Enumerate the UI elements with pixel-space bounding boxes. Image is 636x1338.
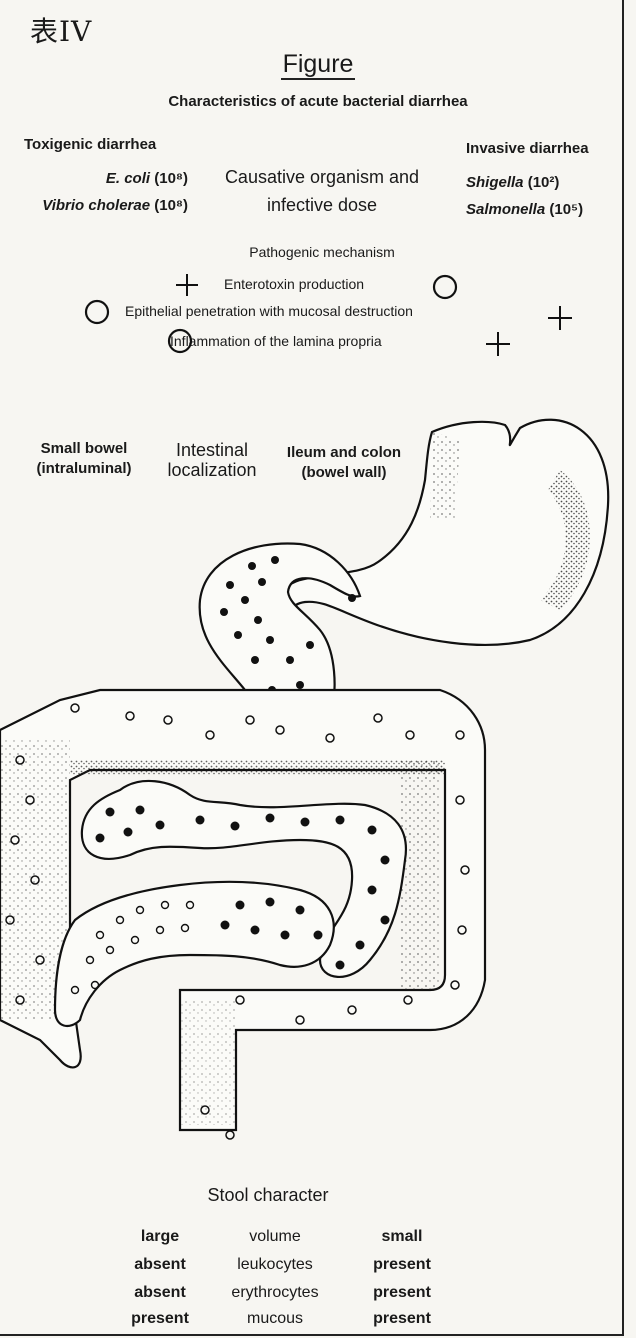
plus-icon-epithelial-invasive bbox=[548, 306, 572, 330]
circle-icon-enterotoxin-invasive bbox=[434, 276, 456, 298]
stool-row-center: volume bbox=[210, 1228, 340, 1246]
stool-row-right: small bbox=[352, 1228, 452, 1246]
stool-row-left: absent bbox=[118, 1284, 202, 1302]
plus-icon-inflammation-invasive bbox=[486, 332, 510, 356]
stool-row-right: present bbox=[352, 1256, 452, 1274]
stool-row-right: present bbox=[352, 1284, 452, 1302]
circle-icon-epithelial-toxigenic bbox=[86, 301, 108, 323]
stool-row-left: present bbox=[118, 1310, 202, 1328]
circle-icon-inflammation-toxigenic bbox=[169, 330, 191, 352]
stool-row-center: erythrocytes bbox=[210, 1284, 340, 1302]
plus-icon-enterotoxin-toxigenic bbox=[176, 274, 198, 296]
stool-row-left: large bbox=[118, 1228, 202, 1246]
stool-row-center: leukocytes bbox=[210, 1256, 340, 1274]
stool-row-right: present bbox=[352, 1310, 452, 1328]
stool-heading: Stool character bbox=[150, 1185, 386, 1206]
stool-row-left: absent bbox=[118, 1256, 202, 1274]
stool-row-center: mucous bbox=[210, 1310, 340, 1328]
